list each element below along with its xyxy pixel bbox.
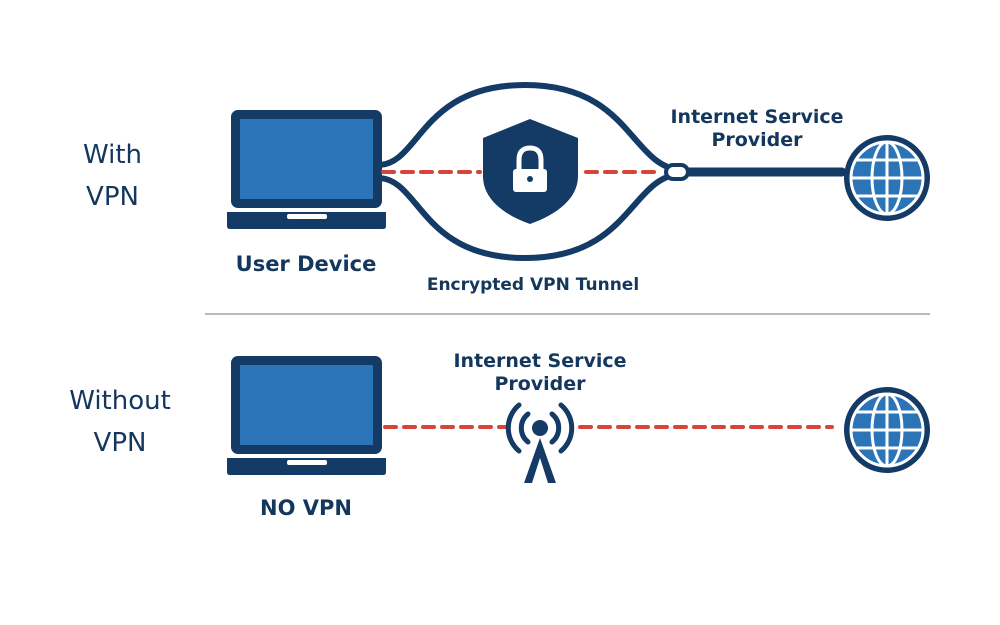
isp-label-line: Internet Service <box>453 350 627 372</box>
row-label-line: VPN <box>93 428 147 458</box>
isp-label-with-vpn: Internet Service Provider <box>652 106 862 152</box>
isp-label-line: Provider <box>711 129 803 151</box>
shield-lock-icon <box>483 119 578 224</box>
row-label-with-vpn: With VPN <box>50 134 175 218</box>
laptop-icon <box>227 110 386 229</box>
row-label-line: VPN <box>86 182 139 212</box>
globe-icon <box>844 135 930 221</box>
device-label-with-vpn: User Device <box>235 252 377 276</box>
row-label-line: With <box>82 140 143 170</box>
vpn-tunnel <box>375 81 847 262</box>
isp-label-line: Provider <box>494 373 586 395</box>
row-label-without-vpn: Without VPN <box>40 380 200 464</box>
globe-icon <box>844 387 930 473</box>
isp-label-line: Internet Service <box>670 106 844 128</box>
laptop-icon <box>227 356 386 475</box>
antenna-icon <box>505 402 575 483</box>
isp-label-without-vpn: Internet Service Provider <box>440 350 640 396</box>
device-label-without-vpn: NO VPN <box>260 496 352 520</box>
tunnel-label: Encrypted VPN Tunnel <box>426 275 640 295</box>
row-label-line: Without <box>69 386 171 416</box>
